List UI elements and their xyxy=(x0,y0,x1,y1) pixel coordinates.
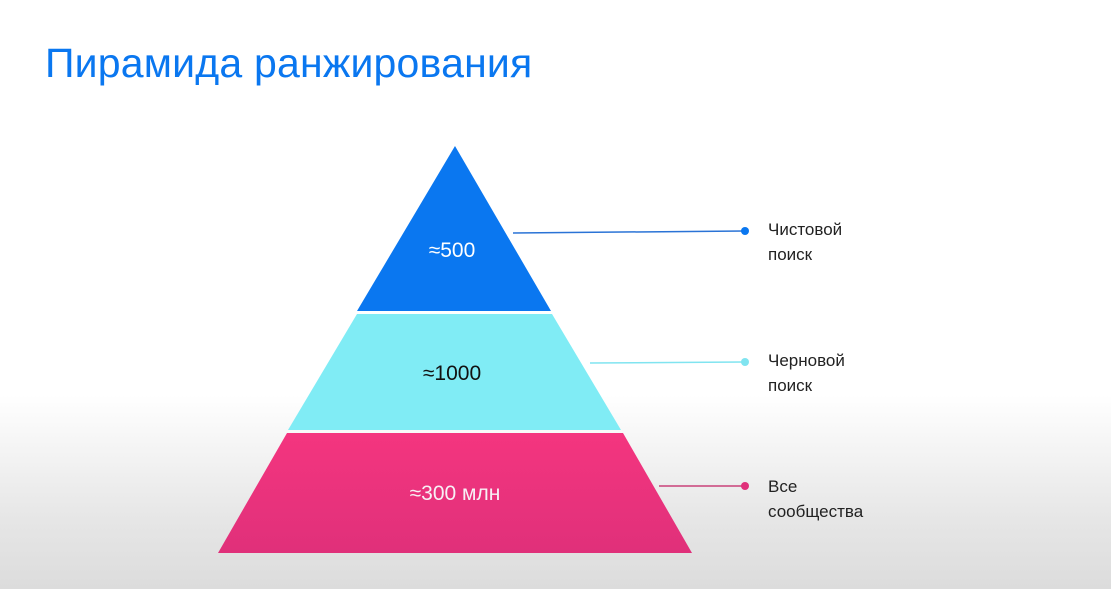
level-label-bottom-line1: Все xyxy=(768,477,798,496)
level-label-top-line1: Чистовой xyxy=(768,220,843,239)
pyramid-level-bottom xyxy=(218,433,692,553)
level-label-top-line2: поиск xyxy=(768,245,813,264)
page-title: Пирамида ранжирования xyxy=(45,40,533,86)
pyramid-level-top xyxy=(357,146,551,311)
level-label-bottom: Все сообщества xyxy=(768,474,863,524)
level-value-top: ≈500 xyxy=(428,239,476,262)
level-label-middle-line1: Черновой xyxy=(768,351,845,370)
level-value-bottom: ≈300 млн xyxy=(409,482,501,505)
level-label-top: Чистовой поиск xyxy=(768,217,842,267)
connector-middle xyxy=(589,358,749,366)
pyramid-level-middle xyxy=(288,314,621,430)
level-label-bottom-line2: сообщества xyxy=(768,502,864,521)
level-label-middle-line2: поиск xyxy=(768,376,813,395)
level-label-middle: Черновой поиск xyxy=(768,348,845,398)
connector-bottom xyxy=(659,482,749,490)
level-value-middle: ≈1000 xyxy=(422,362,482,385)
connector-top xyxy=(512,227,749,235)
